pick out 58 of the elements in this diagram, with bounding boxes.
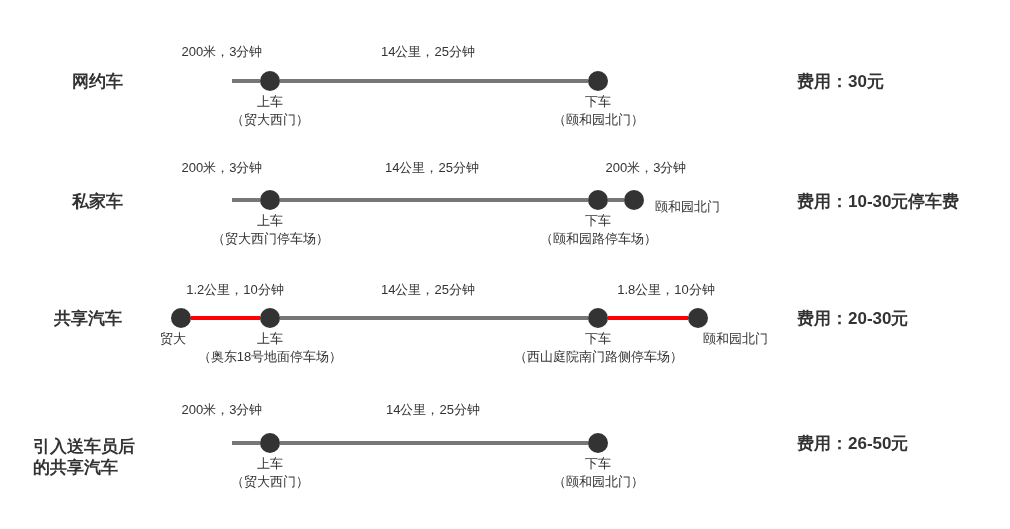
mode-label: 共享汽车 <box>54 307 122 329</box>
stop-dot <box>624 190 644 210</box>
stop-dot <box>688 308 708 328</box>
stop-label: 颐和园北门 <box>702 331 768 347</box>
route-line <box>232 441 260 445</box>
stop-label: （颐和园路停车场） <box>539 231 657 247</box>
stop-dot <box>260 71 280 91</box>
edge-label: 14公里，25分钟 <box>386 402 480 418</box>
stop-label: 下车 <box>585 456 611 472</box>
stop-dot <box>588 71 608 91</box>
route-line <box>280 441 588 445</box>
edge-label: 14公里，25分钟 <box>381 44 475 60</box>
route-line <box>232 198 260 202</box>
stop-label: （贸大西门） <box>231 474 309 490</box>
stop-dot <box>588 433 608 453</box>
route-line <box>608 316 688 320</box>
stop-label: 颐和园北门 <box>655 199 720 215</box>
edge-label: 14公里，25分钟 <box>381 282 475 298</box>
cost-label: 费用：26-50元 <box>797 432 909 454</box>
route-line <box>280 79 588 83</box>
stop-label: （贸大西门） <box>231 112 309 128</box>
cost-label: 费用：30元 <box>797 70 884 92</box>
cost-label: 费用：10-30元停车费 <box>797 190 960 212</box>
stop-label: （颐和园北门） <box>552 112 644 128</box>
cost-label: 费用：20-30元 <box>797 307 909 329</box>
mode-label: 引入送车员后的共享汽车 <box>33 436 136 478</box>
route-line <box>232 79 260 83</box>
stop-dot <box>588 190 608 210</box>
stop-label: 上车 <box>257 213 283 229</box>
stop-label: （贸大西门停车场） <box>211 231 329 247</box>
stop-dot <box>171 308 191 328</box>
edge-label: 1.8公里，10分钟 <box>617 282 715 298</box>
edge-label: 1.2公里，10分钟 <box>186 282 284 298</box>
stop-dot <box>260 433 280 453</box>
stop-dot <box>260 308 280 328</box>
stop-dot <box>260 190 280 210</box>
stop-label: 上车 <box>257 331 283 347</box>
route-line <box>280 316 588 320</box>
edge-label: 200米，3分钟 <box>181 44 263 60</box>
stop-label: 贸大 <box>160 331 186 347</box>
edge-label: 200米，3分钟 <box>181 402 263 418</box>
mode-label: 网约车 <box>71 70 123 92</box>
stop-dot <box>588 308 608 328</box>
stop-label: 下车 <box>585 331 611 347</box>
stop-label: 下车 <box>585 213 611 229</box>
route-line <box>191 316 260 320</box>
stop-label: 上车 <box>257 456 283 472</box>
stop-label: 上车 <box>257 94 283 110</box>
mode-label: 私家车 <box>71 190 123 212</box>
stop-label: （奥东18号地面停车场） <box>197 349 343 365</box>
stop-label: 下车 <box>585 94 611 110</box>
route-line <box>608 198 624 202</box>
edge-label: 14公里，25分钟 <box>385 160 479 176</box>
edge-label: 200米，3分钟 <box>181 160 263 176</box>
edge-label: 200米，3分钟 <box>605 160 687 176</box>
stop-label: （颐和园北门） <box>552 474 644 490</box>
stop-label: （西山庭院南门路侧停车场） <box>513 349 683 365</box>
route-line <box>280 198 588 202</box>
